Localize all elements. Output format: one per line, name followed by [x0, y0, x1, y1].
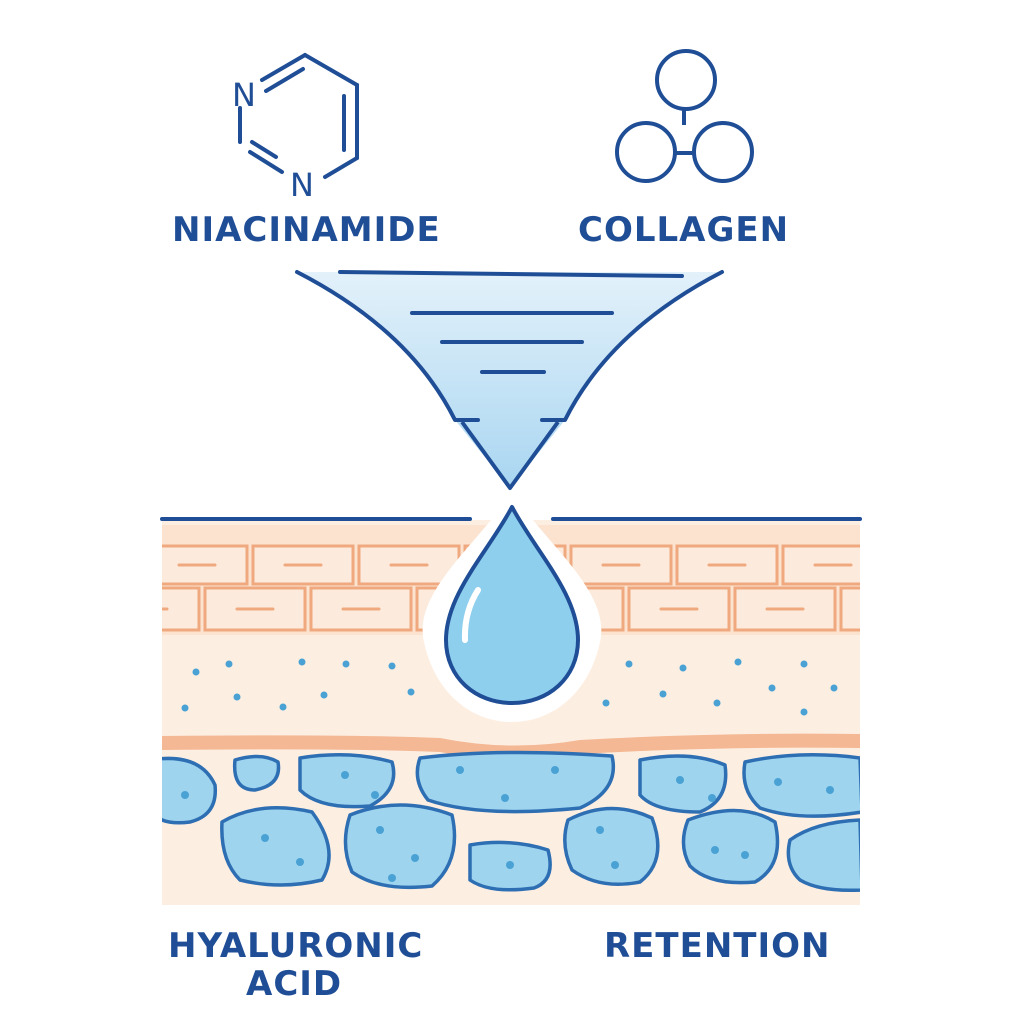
dot: [659, 690, 667, 698]
dot: [768, 684, 776, 692]
niacinamide-label: NIACINAMIDE: [172, 210, 441, 250]
dermis-cell: [742, 753, 860, 818]
funnel-arrow-icon: [295, 270, 724, 490]
dermis-cell: [298, 753, 396, 809]
dermis-cell: [681, 808, 780, 885]
dot: [233, 693, 241, 701]
dot: [800, 708, 808, 716]
dot: [407, 688, 415, 696]
cell-nucleus: [676, 776, 684, 784]
cell-nucleus: [506, 861, 514, 869]
pyrimidine-ring-icon: [238, 53, 359, 179]
dermis-cell: [232, 754, 281, 792]
dot: [279, 703, 287, 711]
dot: [192, 668, 200, 676]
cell-nucleus: [708, 794, 716, 802]
dot: [342, 660, 350, 668]
dot: [320, 691, 328, 699]
dermis-cell: [786, 818, 860, 893]
cell-nucleus: [711, 846, 719, 854]
dot: [800, 660, 808, 668]
cell-nucleus: [411, 854, 419, 862]
dermis-cell: [162, 756, 218, 825]
dot: [713, 699, 721, 707]
brick: [203, 586, 307, 632]
three-circle-molecule-icon: [615, 49, 754, 183]
cell-nucleus: [551, 766, 559, 774]
dot: [734, 658, 742, 666]
brick: [162, 586, 201, 632]
dermis-cell: [220, 806, 331, 887]
hyaluronic-acid-label-line1: HYALURONIC: [168, 926, 424, 966]
cell-nucleus: [296, 858, 304, 866]
dot: [181, 704, 189, 712]
cell-nucleus: [261, 834, 269, 842]
dot: [830, 684, 838, 692]
dot: [625, 660, 633, 668]
cell-nucleus: [456, 766, 464, 774]
nitrogen-atom-label-2: N: [290, 166, 314, 204]
retention-label: RETENTION: [604, 926, 831, 966]
hyaluronic-acid-label-line2: ACID: [246, 964, 343, 1004]
dot: [298, 658, 306, 666]
cell-nucleus: [371, 791, 379, 799]
epidermis-dots: [181, 658, 838, 716]
dot: [679, 664, 687, 672]
dermis-cells: [162, 750, 860, 893]
cell-nucleus: [611, 861, 619, 869]
cell-nucleus: [774, 778, 782, 786]
cell-nucleus: [376, 826, 384, 834]
dermis-cell: [638, 754, 728, 814]
water-droplet-icon: [422, 490, 602, 722]
cell-nucleus: [596, 826, 604, 834]
dot: [602, 699, 610, 707]
collagen-label: COLLAGEN: [578, 210, 790, 250]
dot: [225, 660, 233, 668]
nitrogen-atom-label-1: N: [232, 76, 256, 114]
cell-nucleus: [388, 874, 396, 882]
cell-nucleus: [741, 851, 749, 859]
cell-nucleus: [826, 786, 834, 794]
dermis-cell: [563, 806, 660, 886]
brick: [839, 586, 860, 632]
cell-nucleus: [181, 791, 189, 799]
cell-nucleus: [501, 794, 509, 802]
basement-membrane: [162, 733, 860, 760]
brick: [162, 544, 249, 586]
dermis-cell: [415, 750, 615, 814]
cell-nucleus: [341, 771, 349, 779]
dermis-cell: [343, 803, 457, 890]
dot: [388, 662, 396, 670]
